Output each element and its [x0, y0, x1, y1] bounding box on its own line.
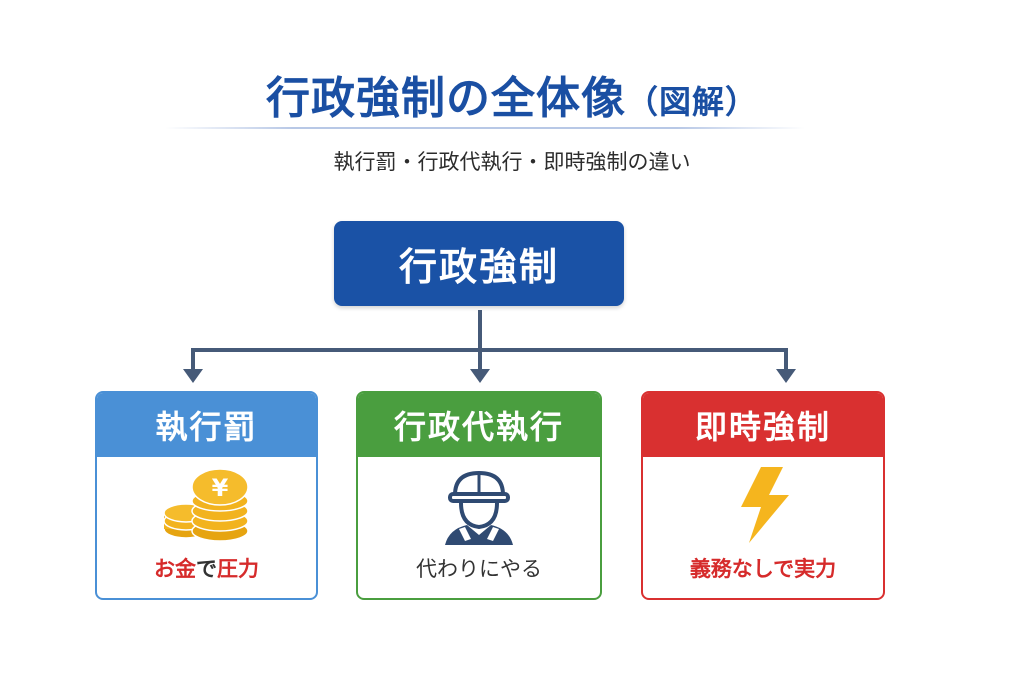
yen-coins-icon: ¥	[97, 465, 316, 545]
caption-part: お金	[154, 557, 196, 581]
card-administrative-subrogation: 行政代執行 代わりにやる	[356, 391, 602, 600]
card-caption: 代わりにやる	[416, 557, 542, 581]
caption-part: 圧力	[217, 557, 259, 581]
title-divider	[165, 127, 805, 129]
card-caption: 義務なしで実力	[689, 557, 837, 581]
card-title: 行政代執行	[393, 408, 564, 446]
card-caption: お金で圧力	[97, 553, 316, 583]
page-title: 行政強制の全体像（図解）	[0, 62, 1024, 126]
card-header: 執行罰	[97, 393, 316, 457]
caption-part: で	[196, 557, 217, 581]
card-execution-fine: 執行罰 ¥ お金で圧力	[95, 391, 318, 600]
card-header: 即時強制	[643, 393, 883, 457]
title-main: 行政強制の全体像	[265, 73, 626, 124]
card-title: 執行罰	[155, 408, 258, 446]
card-immediate-coercion: 即時強制 義務なしで実力	[641, 391, 885, 600]
arrow-down-icon	[183, 369, 203, 383]
worker-helmet-icon	[358, 465, 600, 545]
root-node-label: 行政強制	[398, 245, 559, 289]
root-node-administrative-coercion: 行政強制	[334, 221, 624, 306]
arrow-down-icon	[470, 369, 490, 383]
page-subtitle: 執行罰・行政代執行・即時強制の違い	[333, 150, 691, 174]
card-header: 行政代執行	[358, 393, 600, 457]
arrow-down-icon	[776, 369, 796, 383]
card-title: 即時強制	[694, 408, 831, 446]
title-suffix: （図解）	[625, 83, 758, 121]
lightning-icon	[643, 465, 883, 545]
svg-text:¥: ¥	[211, 474, 228, 502]
